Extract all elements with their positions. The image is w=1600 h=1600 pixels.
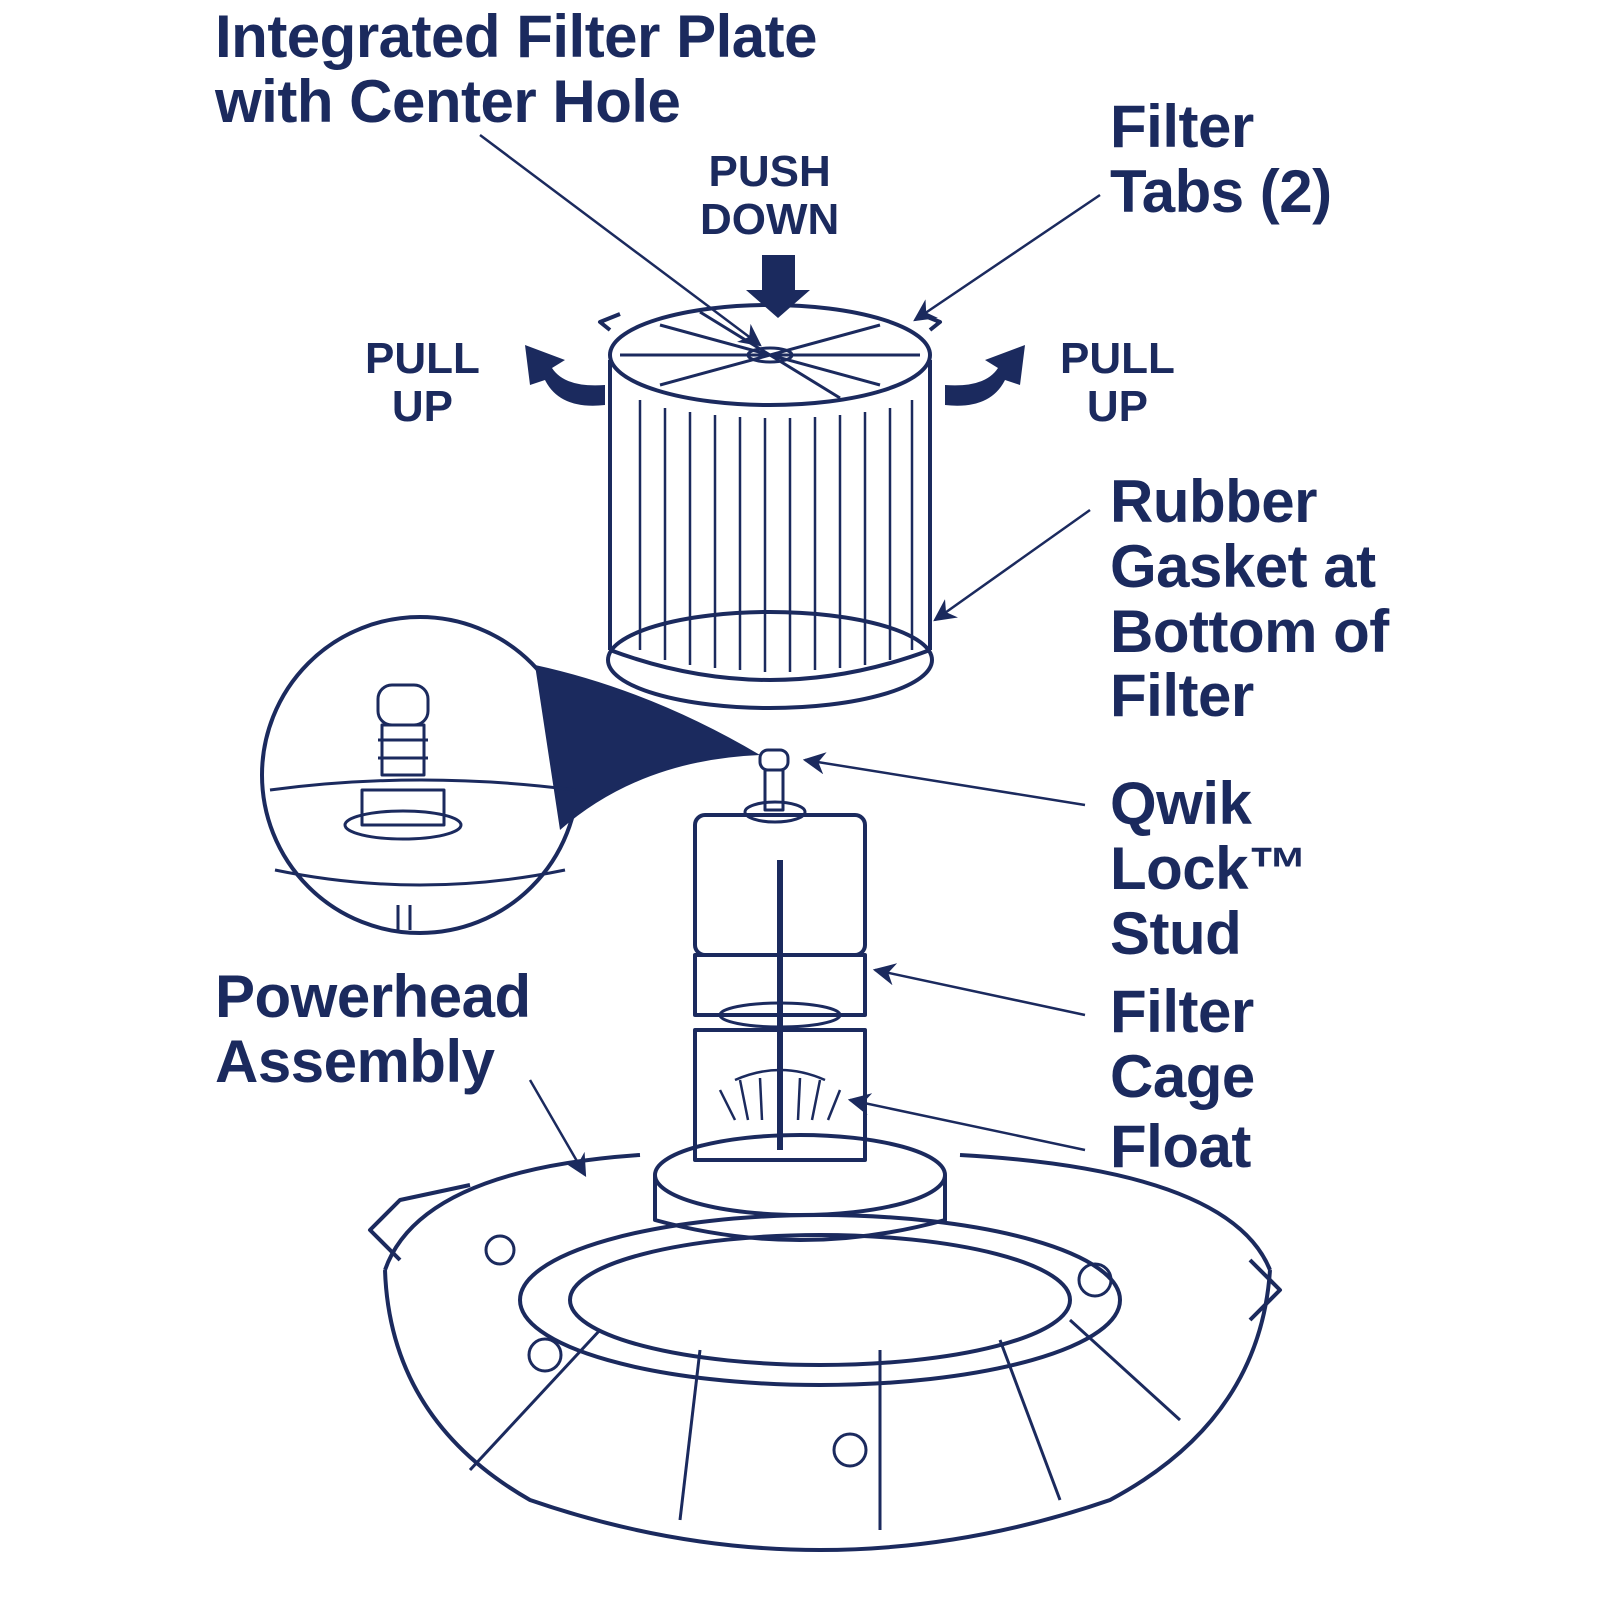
label-rubber-gasket: Rubber Gasket at Bottom of Filter [1110,468,1389,730]
label-filter-cage: Filter Cage [1110,978,1255,1110]
push-down-arrow-icon [746,255,810,318]
label-qwik-lock-stud: Qwik Lock™ Stud [1110,770,1308,967]
label-float: Float [1110,1113,1251,1180]
label-filter-tabs: Filter Tabs (2) [1110,93,1332,225]
powerhead-assembly [368,1133,1282,1552]
label-pull-up-left: PULL UP [365,334,480,431]
leader-lines [479,134,1101,1177]
motion-arrows [525,255,1025,406]
filter-cartridge [598,303,942,710]
filter-cage-assembly [693,748,867,1162]
label-filter-plate: Integrated Filter Plate with Center Hole [215,3,817,135]
label-push-down: PUSH DOWN [700,147,840,244]
pull-up-left-arrow-icon [525,345,605,406]
label-pull-up-right: PULL UP [1060,334,1175,431]
pull-up-right-arrow-icon [945,345,1025,406]
label-powerhead-assembly: Powerhead Assembly [215,963,531,1095]
stud-detail-inset [260,615,760,935]
